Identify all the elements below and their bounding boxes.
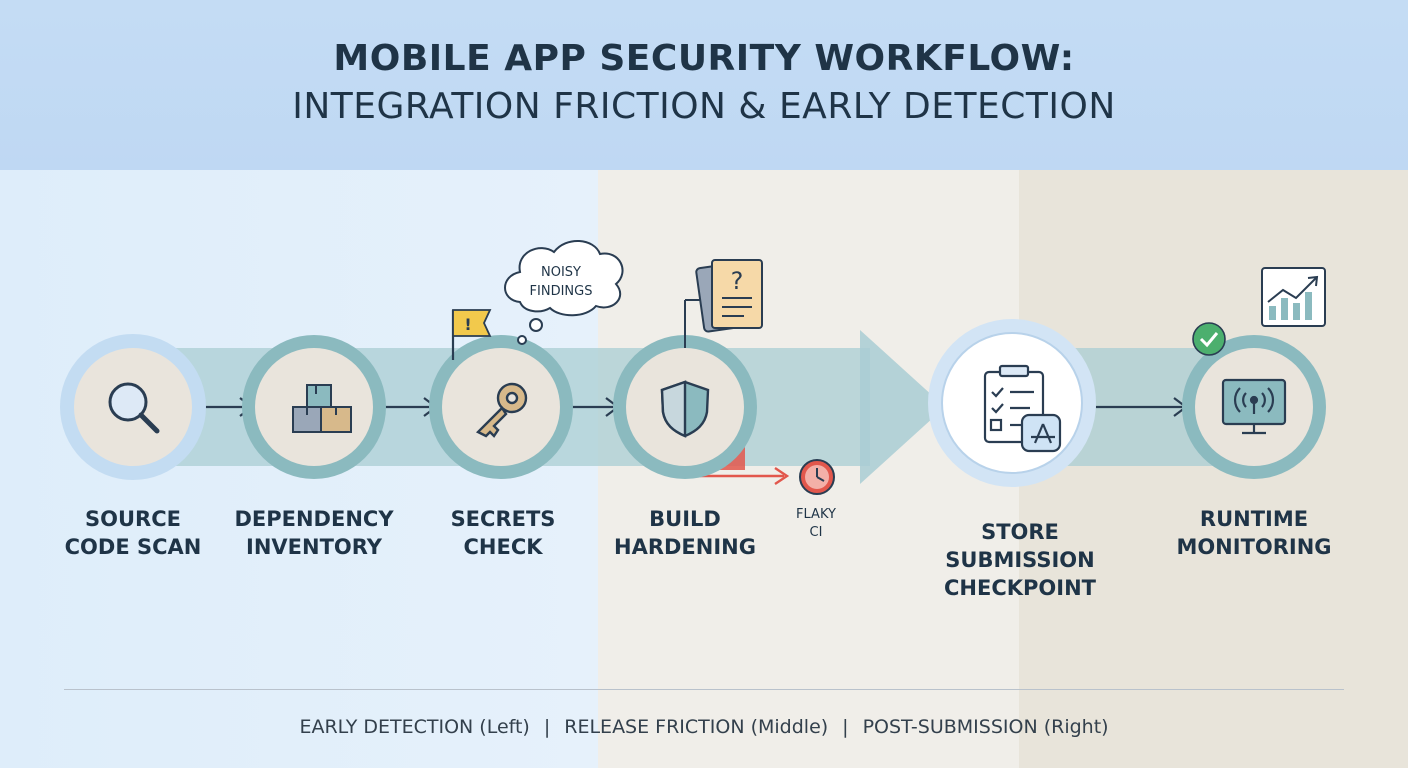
flaky-ci-line-2: CI [809, 525, 823, 540]
legend-early: EARLY DETECTION (Left) [299, 716, 530, 738]
step-label-source: SOURCE CODE SCAN [33, 505, 233, 561]
legend-separator-1: | [543, 716, 551, 738]
step-label-build-line-2: HARDENING [614, 535, 756, 559]
step-label-store-line-3: CHECKPOINT [944, 576, 1096, 600]
step-label-store-line-2: SUBMISSION [945, 548, 1095, 572]
header-banner: MOBILE APP SECURITY WORKFLOW: INTEGRATIO… [0, 0, 1408, 170]
flaky-ci-branch [690, 447, 790, 485]
step-label-build-line-1: BUILD [649, 507, 721, 531]
flaky-ci-label: FLAKY CI [776, 506, 856, 542]
checklist-app-store-icon [983, 364, 1062, 453]
step-label-runtime: RUNTIME MONITORING [1154, 505, 1354, 561]
step-label-dependency-line-2: INVENTORY [246, 535, 382, 559]
step-label-dependency: DEPENDENCY INVENTORY [214, 505, 414, 561]
growth-chart-icon [1261, 267, 1326, 327]
flag-mark: ! [464, 315, 471, 334]
noisy-findings-cloud: NOISY FINDINGS [504, 239, 624, 345]
legend-separator-2: | [842, 716, 849, 738]
clock-icon [799, 459, 835, 495]
noisy-findings-line-1: NOISY [541, 265, 581, 280]
monitor-signal-icon [1221, 378, 1287, 435]
check-circle-icon [1192, 322, 1226, 356]
step-label-secrets-line-2: CHECK [463, 535, 543, 559]
legend-release: RELEASE FRICTION (Middle) [564, 716, 829, 738]
step-label-dependency-line-1: DEPENDENCY [234, 507, 394, 531]
legend-post: POST-SUBMISSION (Right) [862, 716, 1109, 738]
step-label-runtime-line-2: MONITORING [1176, 535, 1332, 559]
title-line-1: MOBILE APP SECURITY WORKFLOW: [333, 38, 1075, 79]
title-line-2: INTEGRATION FRICTION & EARLY DETECTION [292, 86, 1116, 127]
step-label-runtime-line-1: RUNTIME [1199, 507, 1309, 531]
doc-mark: ? [731, 267, 744, 295]
step-label-secrets: SECRETS CHECK [403, 505, 603, 561]
step-label-source-line-1: SOURCE [85, 507, 181, 531]
magnifier-icon [108, 382, 160, 434]
zone-legend: EARLY DETECTION (Left) | RELEASE FRICTION … [0, 716, 1408, 738]
step-label-secrets-line-1: SECRETS [450, 507, 556, 531]
noisy-findings-line-2: FINDINGS [530, 284, 593, 299]
key-icon [475, 382, 528, 438]
post-submission-zone [1019, 170, 1408, 768]
shield-icon [660, 380, 710, 438]
flaky-ci-line-1: FLAKY [796, 507, 836, 522]
step-label-store-line-1: STORE [981, 520, 1059, 544]
boxes-icon [292, 384, 352, 433]
step-label-store: STORE SUBMISSION CHECKPOINT [912, 518, 1128, 602]
footer-divider [64, 689, 1344, 690]
question-document-icon: ? [684, 259, 763, 348]
warning-flag-icon: ! [451, 309, 492, 360]
step-label-build: BUILD HARDENING [585, 505, 785, 561]
step-label-source-line-2: CODE SCAN [64, 535, 202, 559]
